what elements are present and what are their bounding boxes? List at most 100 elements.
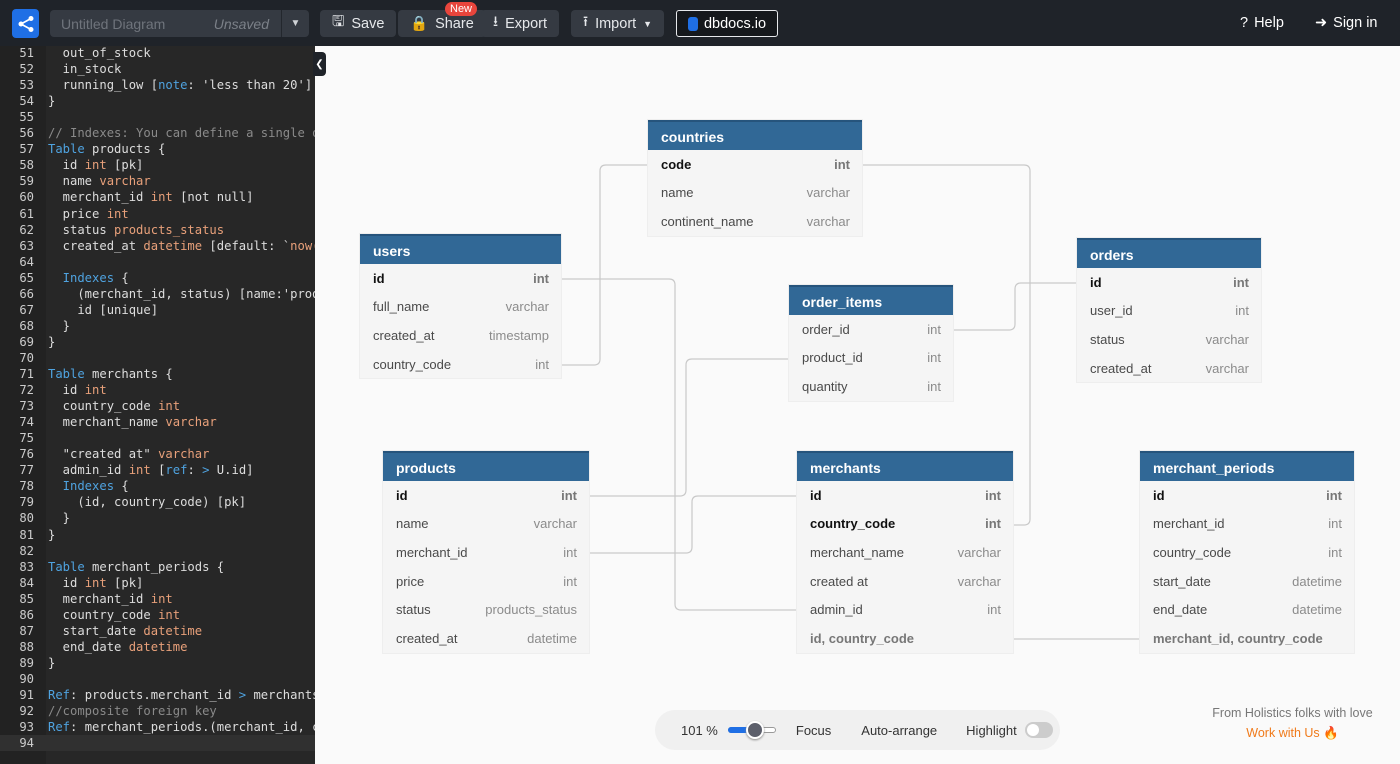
table-index-row[interactable]: id, country_code [797,624,1013,653]
code-line[interactable]: 69} [0,334,315,350]
code-line[interactable]: 89} [0,655,315,671]
code-line[interactable]: 87 start_date datetime [0,623,315,639]
code-line[interactable]: 78 Indexes { [0,478,315,494]
table-header[interactable]: orders [1077,238,1261,268]
code-line[interactable]: 82 [0,543,315,559]
share-button[interactable]: 🔒Share [398,10,486,37]
code-line[interactable]: 75 [0,430,315,446]
code-line[interactable]: 52 in_stock [0,61,315,77]
chevron-down-icon[interactable]: ▼ [281,10,309,37]
code-line[interactable]: 88 end_date datetime [0,639,315,655]
diagram-title-input[interactable]: Untitled Diagram Unsaved ▼ [50,10,309,37]
code-line[interactable]: 56// Indexes: You can define a single or [0,125,315,141]
help-link[interactable]: ?Help [1240,15,1284,31]
app-logo[interactable] [12,9,39,38]
auto-arrange-button[interactable]: Auto-arrange [861,722,938,738]
code-line[interactable]: 53 running_low [note: 'less than 20'] / [0,77,315,93]
code-line[interactable]: 76 "created at" varchar [0,446,315,462]
code-line[interactable]: 58 id int [pk] [0,157,315,173]
code-line[interactable]: 55 [0,109,315,125]
code-line[interactable]: 67 id [unique] [0,302,315,318]
code-line[interactable]: 64 [0,254,315,270]
save-button[interactable]: 🖫Save [320,10,397,37]
import-button[interactable]: ⭱Import▼ [571,10,665,37]
code-line[interactable]: 84 id int [pk] [0,575,315,591]
code-line[interactable]: 65 Indexes { [0,270,315,286]
code-line[interactable]: 81} [0,527,315,543]
code-line[interactable]: 74 merchant_name varchar [0,414,315,430]
export-button[interactable]: ⭳Export [481,10,559,37]
code-line[interactable]: 94 [0,735,315,752]
code-line[interactable]: 63 created_at datetime [default: `now() [0,238,315,254]
table-header[interactable]: order_items [789,285,953,315]
work-with-us-link[interactable]: Work with Us 🔥 [1246,726,1339,740]
code-line[interactable]: 59 name varchar [0,173,315,189]
code-line[interactable]: 70 [0,350,315,366]
dbdocs-button[interactable]: dbdocs.io [676,10,778,37]
table-header[interactable]: merchants [797,451,1013,481]
table-header[interactable]: merchant_periods [1140,451,1354,481]
code-line[interactable]: 86 country_code int [0,607,315,623]
code-line[interactable]: 79 (id, country_code) [pk] [0,494,315,510]
code-line[interactable]: 72 id int [0,382,315,398]
code-line[interactable]: 60 merchant_id int [not null] [0,189,315,205]
table-index-row[interactable]: merchant_id, country_code [1140,624,1354,653]
code-line[interactable]: 66 (merchant_id, status) [name:'produ [0,286,315,302]
code-line[interactable]: 77 admin_id int [ref: > U.id] [0,462,315,478]
table-header[interactable]: products [383,451,589,481]
zoom-slider[interactable] [727,720,776,740]
zoom-slider-handle[interactable] [745,721,764,739]
table-header[interactable]: users [360,234,561,264]
code-line[interactable]: 85 merchant_id int [0,591,315,607]
code-line[interactable]: 61 price int [0,206,315,222]
highlight-toggle[interactable] [1024,722,1053,738]
table-header[interactable]: countries [648,120,862,150]
code-line[interactable]: 62 status products_status [0,222,315,238]
code-line[interactable]: 80 } [0,510,315,526]
code-line[interactable]: 68 } [0,318,315,334]
code-line[interactable]: 51 out_of_stock [0,46,315,61]
code-line[interactable]: 92//composite foreign key [0,703,315,719]
